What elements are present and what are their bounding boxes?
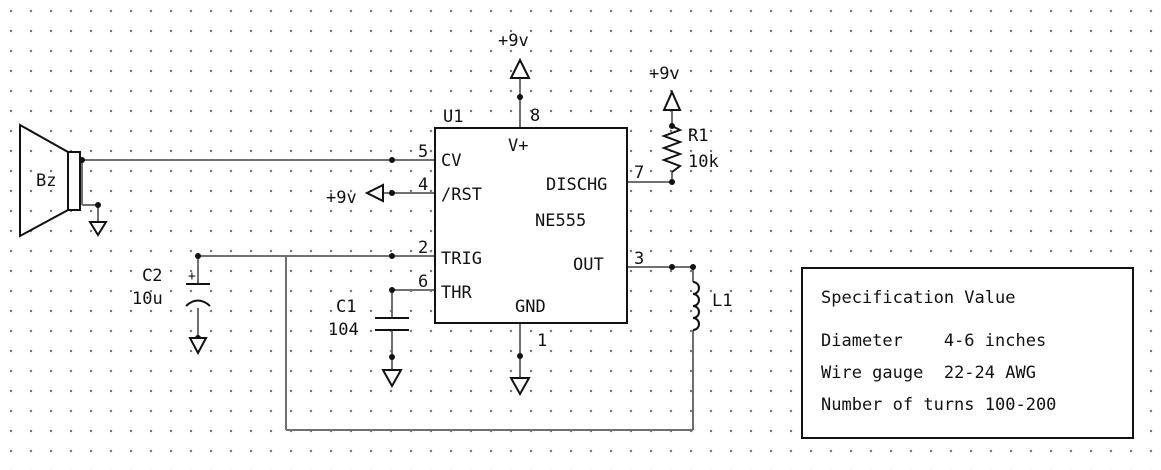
junction-c2 — [195, 253, 201, 259]
spec-value: 4-6 inches — [933, 331, 1047, 351]
pin-label-gnd: GND — [515, 297, 546, 317]
junction-c1-gnd — [389, 354, 395, 360]
chip-designator: U1 — [443, 107, 463, 127]
wires — [81, 78, 694, 431]
supply-arrow-rst — [364, 183, 384, 203]
capacitor-c1-name: C1 — [336, 297, 356, 317]
pin-num-5: 5 — [418, 142, 428, 162]
resistor-r1-zigzag — [661, 125, 683, 173]
junction-l1 — [690, 264, 696, 270]
chip-body — [434, 127, 628, 324]
junction-gnd — [517, 353, 523, 359]
pin-label-rst: /RST — [441, 185, 482, 205]
pin-num-2: 2 — [418, 238, 428, 258]
junction-rst — [389, 190, 395, 196]
pin-num-6: 6 — [418, 272, 428, 292]
pin-num-1: 1 — [537, 331, 547, 351]
supply-arrow-r1 — [662, 89, 682, 111]
capacitor-c2-plate-bottom — [185, 299, 211, 307]
junction-vplus — [517, 94, 523, 100]
chip-u1: U1 NE555 8 V+ 5 CV 4 /RST 7 DISCHG 2 TRI… — [418, 106, 644, 351]
buzzer-body — [67, 151, 81, 211]
junction-r1-bottom — [669, 179, 675, 185]
pin-num-4: 4 — [418, 175, 428, 195]
pin-label-vplus: V+ — [508, 136, 528, 156]
pin-label-out: OUT — [573, 255, 604, 275]
resistor-r1: R1 10k — [661, 125, 719, 173]
spec-name: Diameter — [821, 331, 934, 351]
spec-value: 22-24 AWG — [933, 363, 1036, 383]
pin-label-cv: CV — [441, 151, 461, 171]
ground-symbol-c1 — [381, 369, 403, 389]
junction-bz-gnd — [95, 202, 101, 208]
capacitor-c2: + C2 10u — [132, 266, 211, 309]
capacitor-c2-name: C2 — [142, 266, 162, 286]
junction-out — [669, 264, 675, 270]
junction-thr — [389, 287, 395, 293]
resistor-r1-name: R1 — [688, 126, 708, 146]
pin-label-thr: THR — [441, 283, 472, 303]
supply-label-rst: +9v — [326, 188, 357, 208]
spec-row-diameter: Diameter 4-6 inches — [821, 331, 1046, 351]
ground-symbol-c2 — [188, 337, 208, 356]
pin-num-8: 8 — [530, 106, 540, 126]
supply-label-r1: +9v — [649, 64, 680, 84]
supply-label-top: +9v — [498, 31, 529, 51]
inductor-l1: L1 — [692, 281, 732, 331]
pin-num-3: 3 — [634, 249, 644, 269]
inductor-l1-name: L1 — [712, 291, 732, 311]
pin-label-trig: TRIG — [441, 249, 482, 269]
chip-part: NE555 — [535, 211, 586, 231]
inductor-l1-coil — [692, 281, 700, 331]
spec-name: Number of turns — [821, 395, 975, 415]
pin-label-dischg: DISCHG — [546, 175, 607, 195]
ground-symbol-buzzer — [88, 221, 108, 237]
spec-value: 100-200 — [974, 395, 1057, 415]
spec-table-header: Specification Value — [821, 288, 1016, 308]
supply-arrow-top — [509, 57, 531, 79]
junction-cv — [389, 157, 395, 163]
spec-row-wire-gauge: Wire gauge 22-24 AWG — [821, 363, 1036, 383]
buzzer-label: Bz — [36, 171, 56, 191]
capacitor-c1-value: 104 — [328, 320, 359, 340]
junction-trig — [389, 253, 395, 259]
spec-name: Wire gauge — [821, 363, 934, 383]
buzzer: Bz — [19, 123, 81, 238]
spec-row-turns: Number of turns 100-200 — [821, 395, 1056, 415]
spec-table: Specification Value Diameter 4-6 inches … — [801, 267, 1134, 439]
ground-symbol-u1 — [509, 377, 531, 397]
pin-num-7: 7 — [634, 163, 644, 183]
resistor-r1-value: 10k — [688, 152, 719, 172]
capacitor-c2-value: 10u — [132, 289, 163, 309]
capacitor-c1: C1 104 — [328, 297, 409, 340]
capacitor-c2-plus: + — [188, 269, 196, 284]
